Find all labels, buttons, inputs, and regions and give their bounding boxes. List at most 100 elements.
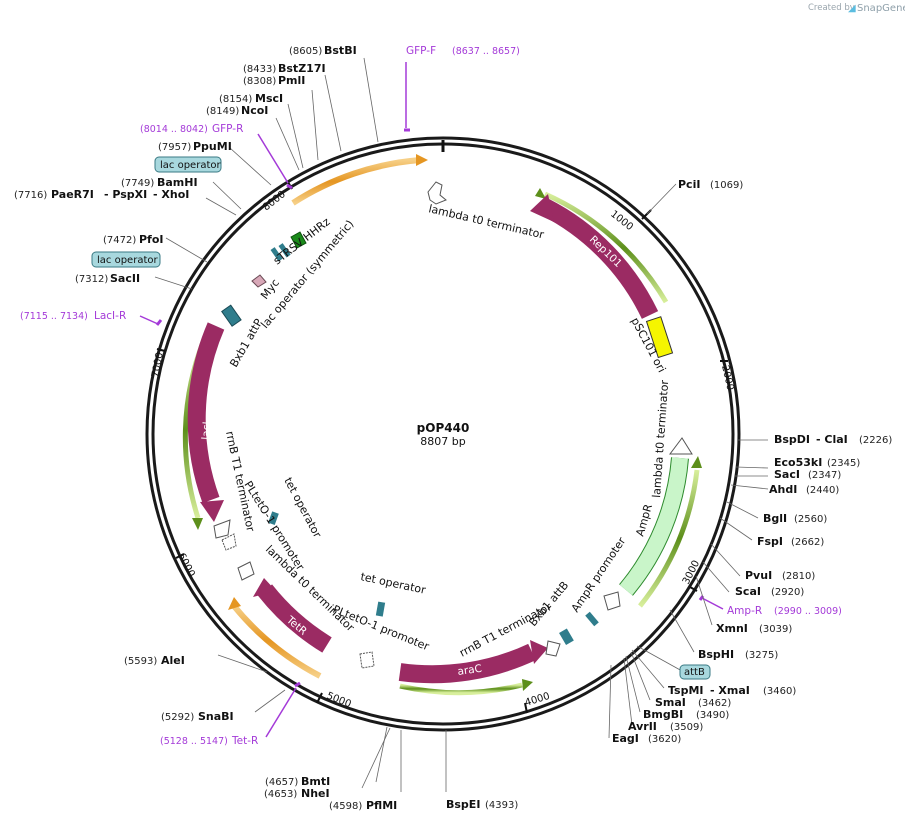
site-eagi[interactable]: EagI <box>612 732 639 745</box>
site-pfoi[interactable]: PfoI <box>139 233 164 246</box>
site-bmti[interactable]: BmtI <box>301 775 330 788</box>
arac-cds-arrow[interactable] <box>398 643 536 684</box>
site-leader-lines <box>154 57 769 792</box>
tick-mark <box>175 553 185 559</box>
site-pcii[interactable]: PciI <box>678 178 700 191</box>
site-saci[interactable]: SacI <box>774 468 800 481</box>
label-tet-op-left: tet operator <box>281 475 324 540</box>
site-pos-xmai: (3460) <box>763 686 796 697</box>
site-scai[interactable]: ScaI <box>735 585 761 598</box>
site-pos-bmgbi: (3490) <box>696 710 729 721</box>
site-alei[interactable]: AleI <box>161 654 185 667</box>
site-pos-saci: (2347) <box>808 470 841 481</box>
laci-arrowhead <box>200 500 224 522</box>
primer-gfp-r[interactable]: GFP-R <box>212 123 243 135</box>
tetr-arrowhead <box>253 578 276 597</box>
site-paer7i[interactable]: PaeR7I <box>51 188 94 201</box>
arac-label: araC <box>457 663 483 678</box>
promoter-icon <box>221 533 237 551</box>
orf-arrowhead <box>228 597 241 610</box>
site-bsphi[interactable]: BspHI <box>698 648 734 661</box>
site-tspmi[interactable]: TspMI <box>668 684 704 697</box>
promoter-icon <box>603 591 621 611</box>
site-bstbi[interactable]: BstBI <box>324 44 357 57</box>
site-pos-bgli: (2560) <box>794 514 827 525</box>
arac-arrowhead <box>530 640 548 664</box>
site-xhoi[interactable]: - XhoI <box>153 188 189 201</box>
site-ncoi[interactable]: NcoI <box>241 104 268 117</box>
rep101-cds-arrow[interactable] <box>540 198 659 319</box>
tet-operator-box <box>268 511 279 526</box>
site-clai[interactable]: - ClaI <box>816 433 848 446</box>
site-fspi[interactable]: FspI <box>757 535 783 548</box>
site-pos-ahdi: (2440) <box>806 485 839 496</box>
site-bamhi[interactable]: BamHI <box>157 176 198 189</box>
orf-ribbon-ampr <box>638 469 700 608</box>
bxb1-attp-box[interactable] <box>221 304 242 327</box>
terminator-icon <box>427 181 447 205</box>
site-snabi[interactable]: SnaBI <box>198 710 234 723</box>
lac-operator-tag-1[interactable] <box>154 156 222 173</box>
site-smai[interactable]: SmaI <box>655 696 686 709</box>
site-pvui[interactable]: PvuI <box>745 569 772 582</box>
site-ppumi[interactable]: PpuMI <box>193 140 232 153</box>
label-bxb1-attb: Bxb1 attB <box>526 579 571 629</box>
laci-cds-arrow[interactable] <box>187 322 225 504</box>
tetr-cds-arrow[interactable] <box>257 584 332 653</box>
site-pos-bmti: (4657) <box>265 777 298 788</box>
site-pspxi[interactable]: - PspXI <box>104 188 147 201</box>
lac-operator-box <box>270 247 283 262</box>
site-avrii[interactable]: AvrII <box>628 720 657 733</box>
tick-label-8000: 8000 <box>261 189 288 213</box>
ampr-cds-arrow[interactable] <box>619 457 688 596</box>
credit-text: Created by <box>808 3 855 13</box>
primer-markers <box>139 62 724 738</box>
plasmid-name: pOP440 <box>417 421 470 435</box>
site-xmai[interactable]: - XmaI <box>710 684 750 697</box>
site-ahdi[interactable]: AhdI <box>769 483 797 496</box>
psc101-ori-block[interactable] <box>645 316 674 359</box>
site-nhei[interactable]: NheI <box>301 787 330 800</box>
orf-arrowhead <box>535 188 546 199</box>
primer-amp-r[interactable]: Amp-R <box>727 605 762 617</box>
label-tet-op-bottom: tet operator <box>359 570 427 597</box>
lac-operator-tag-2[interactable] <box>91 251 161 268</box>
site-pos-scai: (2920) <box>771 587 804 598</box>
site-pos-nhei: (4653) <box>264 789 297 800</box>
myc-marker <box>251 274 267 288</box>
site-pos-ncoi: (8149) <box>206 106 239 117</box>
site-bstz17i[interactable]: BstZ17I <box>278 62 326 75</box>
primer-gfp-f[interactable]: GFP-F <box>406 45 436 57</box>
primer-range-amp-r: (2990 .. 3009) <box>774 606 842 617</box>
bxb1-attb-box[interactable] <box>559 628 574 646</box>
site-pos-eco53ki: (2345) <box>827 458 860 469</box>
orf-ribbon-gfp <box>291 157 421 206</box>
site-pos-smai: (3462) <box>698 698 731 709</box>
site-pflmi[interactable]: PflMI <box>366 799 397 812</box>
tet-operator-box <box>375 601 386 617</box>
site-pos-ppumi: (7957) <box>158 142 191 153</box>
site-sacii[interactable]: SacII <box>110 272 140 285</box>
site-pos-sacii: (7312) <box>75 274 108 285</box>
site-eco53ki[interactable]: Eco53kI <box>774 456 822 469</box>
site-bgli[interactable]: BglI <box>763 512 787 525</box>
site-xmni[interactable]: XmnI <box>716 622 748 635</box>
site-pmli[interactable]: PmlI <box>278 74 305 87</box>
site-pos-bsphi: (3275) <box>745 650 778 661</box>
snapgene-logo-icon: ◢ <box>848 3 856 14</box>
backbone-outer <box>145 136 741 732</box>
orf-ribbon-arac <box>399 682 523 696</box>
site-pos-alei: (5593) <box>124 656 157 667</box>
site-bmgbi[interactable]: BmgBI <box>643 708 683 721</box>
site-bspdi[interactable]: BspDI <box>774 433 810 446</box>
site-pos-eagi: (3620) <box>648 734 681 745</box>
primer-tet-r[interactable]: Tet-R <box>231 735 258 747</box>
attb-tag[interactable] <box>679 664 711 680</box>
site-pos-bstbi: (8605) <box>289 46 322 57</box>
lac-operator-box <box>278 243 291 258</box>
site-bspei[interactable]: BspEI <box>446 798 480 811</box>
primer-laci-r[interactable]: LacI-R <box>94 310 126 322</box>
site-msci[interactable]: MscI <box>255 92 283 105</box>
strsv-hhrz-marker <box>290 231 307 249</box>
